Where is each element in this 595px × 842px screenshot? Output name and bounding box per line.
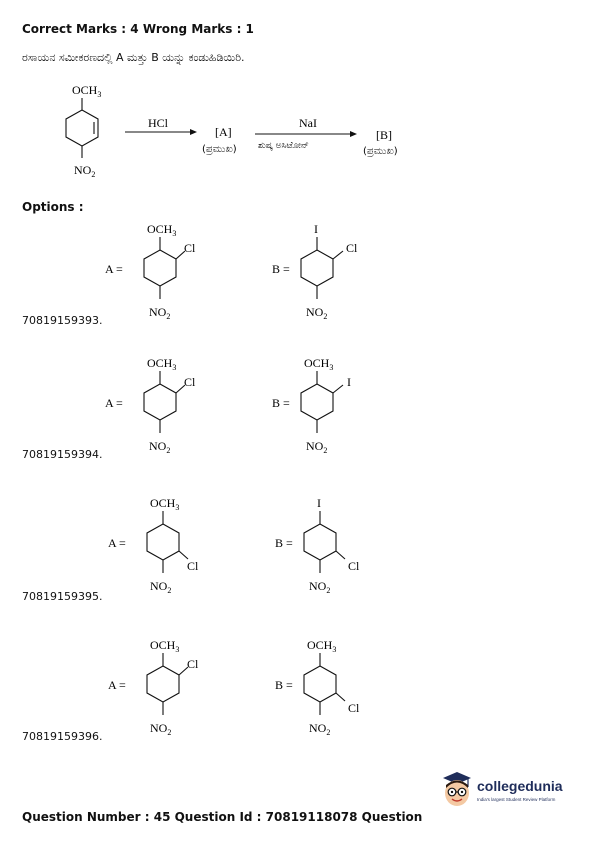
svg-text:OCH3: OCH3 <box>72 83 101 99</box>
question-text: ರಸಾಯನ ಸಮೀಕರಣದಲ್ಲಿ A ಮತ್ತು B ಯನ್ನು ಕಂಡುಹಿ… <box>22 51 245 64</box>
svg-text:Cl: Cl <box>184 241 196 255</box>
svg-text:I: I <box>317 496 321 510</box>
svg-text:Cl: Cl <box>346 241 358 255</box>
svg-text:OCH3: OCH3 <box>147 356 176 372</box>
svg-text:OCH3: OCH3 <box>150 638 179 654</box>
question-meta-footer: Question Number : 45 Question Id : 70819… <box>22 810 425 824</box>
option-3-structures: A = OCH3 Cl NO2 B = I Cl NO2 <box>108 496 360 595</box>
svg-text:Cl: Cl <box>184 375 196 389</box>
brand-tagline: India's largest Student Review Platform <box>477 797 556 802</box>
svg-text:OCH3: OCH3 <box>307 638 336 654</box>
svg-text:A =: A = <box>105 396 123 410</box>
marks-line: Correct Marks : 4 Wrong Marks : 1 <box>22 22 254 36</box>
svg-text:A =: A = <box>108 678 126 692</box>
option-4-structures: A = OCH3 Cl NO2 B = OCH3 Cl NO2 <box>108 638 360 737</box>
starting-material: OCH3 NO2 <box>65 83 101 179</box>
svg-text:NO2: NO2 <box>149 439 170 455</box>
mascot-icon <box>443 772 471 806</box>
svg-text:NO2: NO2 <box>309 579 330 595</box>
svg-text:Cl: Cl <box>187 657 199 671</box>
svg-text:I: I <box>347 375 351 389</box>
svg-text:B =: B = <box>275 536 293 550</box>
reagent-2: NaI <box>299 116 317 130</box>
product-b: [B] <box>376 128 392 142</box>
major-label-2: (ಪ್ರಮುಖ) <box>363 146 398 157</box>
collegedunia-logo: collegedunia India's largest Student Rev… <box>437 768 582 810</box>
option-3-id[interactable]: 70819159395. <box>22 590 103 603</box>
svg-text:A =: A = <box>105 262 123 276</box>
svg-text:NO2: NO2 <box>74 163 95 179</box>
svg-text:OCH3: OCH3 <box>150 496 179 512</box>
svg-text:Cl: Cl <box>348 559 360 573</box>
svg-text:OCH3: OCH3 <box>304 356 333 372</box>
svg-text:B =: B = <box>275 678 293 692</box>
svg-text:NO2: NO2 <box>150 721 171 737</box>
svg-text:I: I <box>314 222 318 236</box>
svg-text:B =: B = <box>272 262 290 276</box>
major-label-1: (ಪ್ರಮುಖ) <box>202 144 237 155</box>
option-4-id[interactable]: 70819159396. <box>22 730 103 743</box>
svg-text:NO2: NO2 <box>150 579 171 595</box>
product-a: [A] <box>215 125 232 139</box>
svg-text:NO2: NO2 <box>149 305 170 321</box>
svg-text:OCH3: OCH3 <box>147 222 176 238</box>
reaction-scheme: OCH3 NO2 HCl [A] (ಪ್ರಮುಖ) NaI ಶುಷ್ಕ ಅಸಿಟ… <box>65 83 398 179</box>
svg-text:NO2: NO2 <box>306 439 327 455</box>
svg-text:B =: B = <box>272 396 290 410</box>
solvent-label: ಶುಷ್ಕ ಅಸಿಟೋನ್ <box>258 141 309 151</box>
brand-name: collegedunia <box>477 778 563 794</box>
svg-text:Cl: Cl <box>348 701 360 715</box>
option-2-structures: A = OCH3 Cl NO2 B = OCH3 I NO2 <box>105 356 351 455</box>
option-1-id[interactable]: 70819159393. <box>22 314 103 327</box>
options-label: Options : <box>22 200 84 214</box>
svg-text:NO2: NO2 <box>309 721 330 737</box>
svg-text:A =: A = <box>108 536 126 550</box>
svg-text:Cl: Cl <box>187 559 199 573</box>
svg-text:NO2: NO2 <box>306 305 327 321</box>
option-2-id[interactable]: 70819159394. <box>22 448 103 461</box>
reagent-1: HCl <box>148 116 169 130</box>
option-1-structures: A = OCH3 Cl NO2 B = I Cl NO2 <box>105 222 358 321</box>
